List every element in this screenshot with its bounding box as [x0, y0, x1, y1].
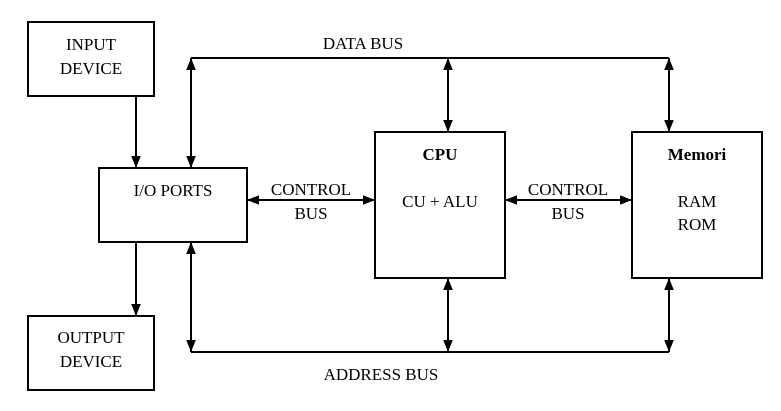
input-device-label-line2: DEVICE [60, 59, 122, 78]
io-ports-box [98, 167, 248, 243]
control-bus-left-label-line2: BUS [294, 204, 327, 223]
data-bus-label: DATA BUS [323, 34, 403, 53]
address-bus-label: ADDRESS BUS [324, 365, 439, 384]
memory-title: Memori [668, 145, 727, 164]
output-device-box [27, 315, 155, 391]
control-bus-right-label-line2: BUS [551, 204, 584, 223]
cpu-title: CPU [423, 145, 458, 164]
input-device-box [27, 21, 155, 97]
io-ports-label: I/O PORTS [134, 181, 213, 200]
cpu-box [374, 131, 506, 279]
control-bus-left-label-line1: CONTROL [271, 180, 351, 199]
output-device-label-line1: OUTPUT [57, 328, 125, 347]
memory-box [631, 131, 763, 279]
output-device-label-line2: DEVICE [60, 352, 122, 371]
control-bus-right-label-line1: CONTROL [528, 180, 608, 199]
memory-ram-label: RAM [678, 192, 717, 211]
memory-rom-label: ROM [678, 215, 717, 234]
input-device-label-line1: INPUT [66, 35, 117, 54]
cpu-body-label: CU + ALU [402, 192, 478, 211]
